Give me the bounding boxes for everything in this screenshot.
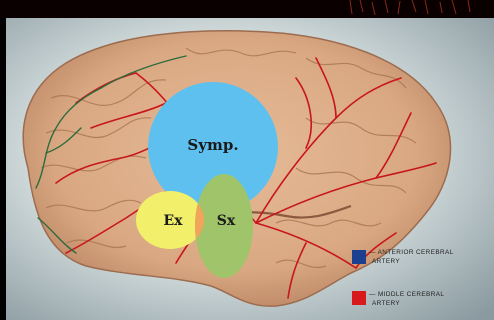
anterior-cerebral-label-1: — ANTERIOR CEREBRAL <box>369 249 454 256</box>
top-border-decoration <box>0 0 494 18</box>
middle-cerebral-swatch <box>352 291 366 305</box>
brain-plate: Symp. Ex Sx — ANTERIOR CEREBRAL ARTERY —… <box>6 18 494 320</box>
middle-cerebral-label-1: — MIDDLE CEREBRAL <box>369 291 444 298</box>
ex-label: Ex <box>163 213 183 229</box>
sx-label: Sx <box>217 213 236 229</box>
anterior-cerebral-label-2: ARTERY <box>372 258 400 265</box>
middle-cerebral-label-2: ARTERY <box>372 300 400 307</box>
anterior-cerebral-swatch <box>352 250 366 264</box>
symp-label: Symp. <box>187 136 238 154</box>
